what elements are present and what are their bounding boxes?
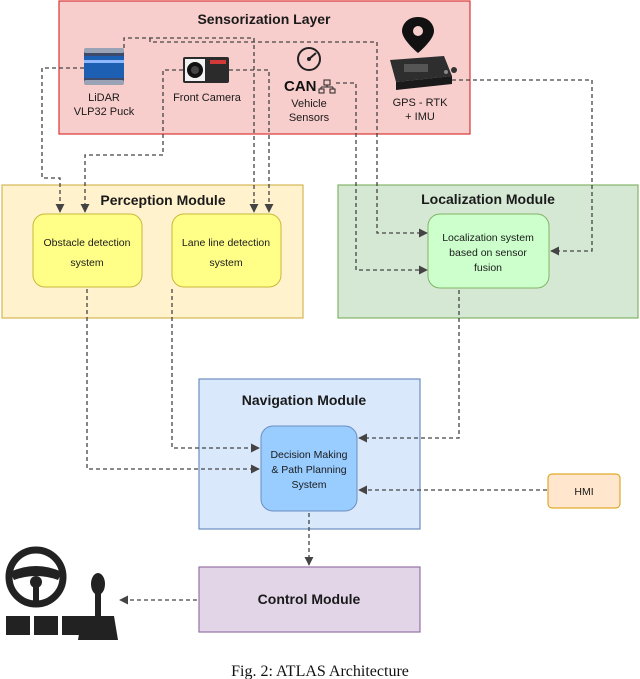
lane-line-detection-label-1: Lane line detection	[182, 237, 270, 249]
decision-making-node	[260, 425, 358, 512]
network-icon	[318, 79, 336, 94]
navigation-module-title: Navigation Module	[242, 392, 367, 408]
gear-stick-icon	[78, 573, 118, 640]
decision-making-label-2: & Path Planning	[271, 464, 346, 476]
lidar-label-2: VLP32 Puck	[74, 106, 135, 118]
vehicle-sensors-label-2: Sensors	[289, 112, 330, 124]
lidar-icon	[84, 48, 124, 85]
obstacle-detection-label-1: Obstacle detection	[44, 237, 131, 249]
localization-system-label-2: based on sensor	[449, 247, 527, 259]
control-module-title: Control Module	[258, 591, 361, 607]
can-to-localization-arrow	[336, 82, 428, 275]
decision-making-label-3: System	[291, 479, 326, 491]
vehicle-sensors-label-1: Vehicle	[291, 98, 326, 110]
gps-label-2: + IMU	[405, 111, 435, 123]
camera-icon	[183, 57, 229, 83]
figure-caption: Fig. 2: ATLAS Architecture	[231, 663, 409, 679]
can-label: CAN	[284, 78, 317, 95]
camera-to-laneline-arrow	[229, 69, 274, 213]
localization-system-label-1: Localization system	[442, 232, 534, 244]
gps-device-icon	[390, 56, 457, 90]
localization-to-decision-arrow	[358, 290, 460, 443]
obstacle-detection-node	[32, 213, 143, 288]
gps-to-localization-arrow	[452, 79, 593, 256]
steering-wheel-icon	[5, 546, 86, 635]
hmi-node	[547, 473, 621, 509]
lidar-label-1: LiDAR	[88, 92, 120, 104]
decision-making-label-1: Decision Making	[270, 449, 347, 461]
obstacle-detection-label-2: system	[70, 257, 104, 269]
camera-to-obstacle-arrow	[80, 69, 183, 213]
sensorization-layer-title: Sensorization Layer	[197, 11, 331, 27]
control-module-box	[198, 566, 421, 633]
lane-line-detection-label-2: system	[209, 257, 243, 269]
gps-label-1: GPS - RTK	[393, 97, 448, 109]
lidar-to-obstacle-arrow	[41, 67, 84, 213]
localization-system-node	[427, 213, 550, 289]
camera-label: Front Camera	[173, 92, 242, 104]
speedometer-icon	[297, 47, 321, 71]
lane-line-detection-node	[171, 213, 282, 288]
hmi-label: HMI	[574, 486, 593, 498]
lidar-to-laneline-arrow	[123, 37, 259, 213]
localization-system-label-3: fusion	[474, 262, 502, 274]
localization-module-title: Localization Module	[421, 191, 555, 207]
obstacle-to-decision-arrow	[86, 289, 260, 474]
perception-module-title: Perception Module	[100, 192, 225, 208]
sensor-to-localization-arrow	[149, 38, 428, 238]
laneline-to-decision-arrow	[171, 289, 260, 453]
location-pin-icon	[402, 17, 434, 53]
